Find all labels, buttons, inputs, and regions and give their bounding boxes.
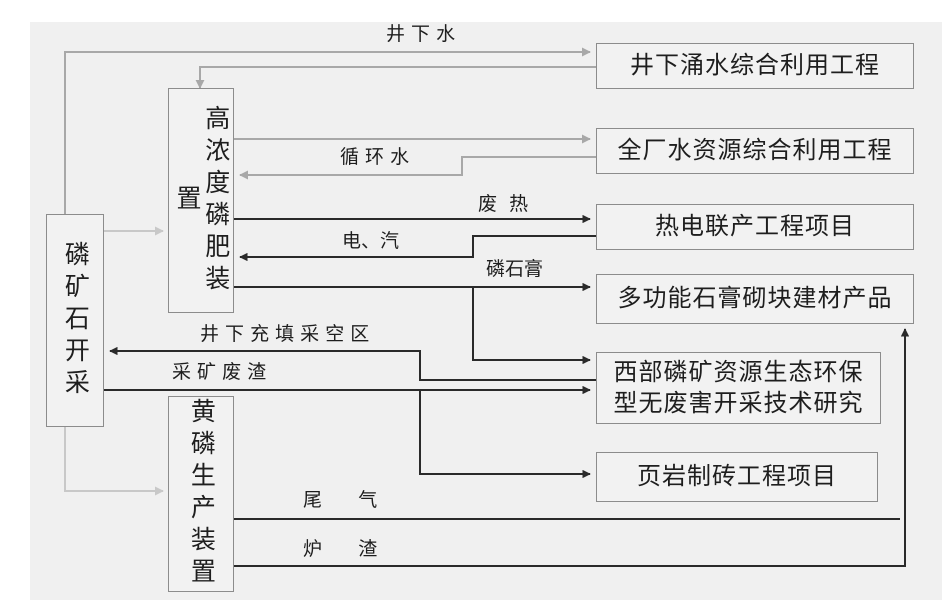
label-underground-backfill: 井 下 充 填 采 空 区 bbox=[200, 323, 370, 345]
western-research-box: 西部磷矿资源生态环保 型无废害开采技术研究 bbox=[596, 352, 881, 424]
arrow-electricity-steam bbox=[239, 235, 596, 262]
yellow-phosphorus-plant-label: 黄磷生产装置 bbox=[187, 398, 217, 590]
shale-brick-project-box: 页岩制砖工程项目 bbox=[596, 452, 878, 502]
fertilizer-plant-label: 高浓度磷肥装置 bbox=[173, 104, 231, 297]
arrow-mining-to-yellow-phosphorus bbox=[64, 427, 164, 496]
arrow-phosphogypsum-to-research bbox=[472, 287, 591, 365]
cogeneration-project-label: 热电联产工程项目 bbox=[655, 212, 855, 241]
arrow-furnace-slag bbox=[234, 328, 910, 567]
label-furnace-slag: 炉 渣 bbox=[303, 538, 378, 560]
arrow-waste-slag-to-shale-brick bbox=[419, 390, 591, 479]
arrow-underground-backfill bbox=[109, 346, 596, 381]
yellow-phosphorus-plant-box: 黄磷生产装置 bbox=[168, 396, 234, 592]
arrow-underground-water bbox=[64, 47, 591, 214]
label-underground-water: 井 下 水 bbox=[386, 23, 456, 45]
underground-water-project-label: 井下涌水综合利用工程 bbox=[630, 51, 880, 80]
shale-brick-project-label: 页岩制砖工程项目 bbox=[637, 462, 837, 491]
gypsum-block-products-box: 多功能石膏砌块建材产品 bbox=[596, 274, 914, 324]
plant-water-project-label: 全厂水资源综合利用工程 bbox=[617, 136, 893, 165]
label-waste-heat: 废 热 bbox=[478, 193, 529, 215]
western-research-label: 西部磷矿资源生态环保 型无废害开采技术研究 bbox=[613, 357, 864, 417]
arrow-circulating-water bbox=[239, 156, 596, 180]
fertilizer-plant-box: 高浓度磷肥装置 bbox=[168, 88, 234, 313]
label-electricity-steam: 电、汽 bbox=[342, 230, 400, 252]
mining-label: 磷矿石开采 bbox=[61, 240, 91, 401]
plant-water-project-box: 全厂水资源综合利用工程 bbox=[596, 128, 914, 174]
label-circulating-water: 循 环 水 bbox=[340, 146, 410, 168]
gypsum-block-products-label: 多功能石膏砌块建材产品 bbox=[617, 284, 893, 313]
arrow-underground-water-return bbox=[195, 66, 596, 89]
label-phosphogypsum: 磷石膏 bbox=[486, 258, 544, 280]
underground-water-project-box: 井下涌水综合利用工程 bbox=[596, 43, 914, 89]
label-mining-waste-slag: 采 矿 废 渣 bbox=[172, 361, 267, 383]
cogeneration-project-box: 热电联产工程项目 bbox=[596, 204, 914, 250]
mining-box: 磷矿石开采 bbox=[46, 214, 104, 427]
label-tail-gas: 尾 气 bbox=[303, 489, 378, 511]
